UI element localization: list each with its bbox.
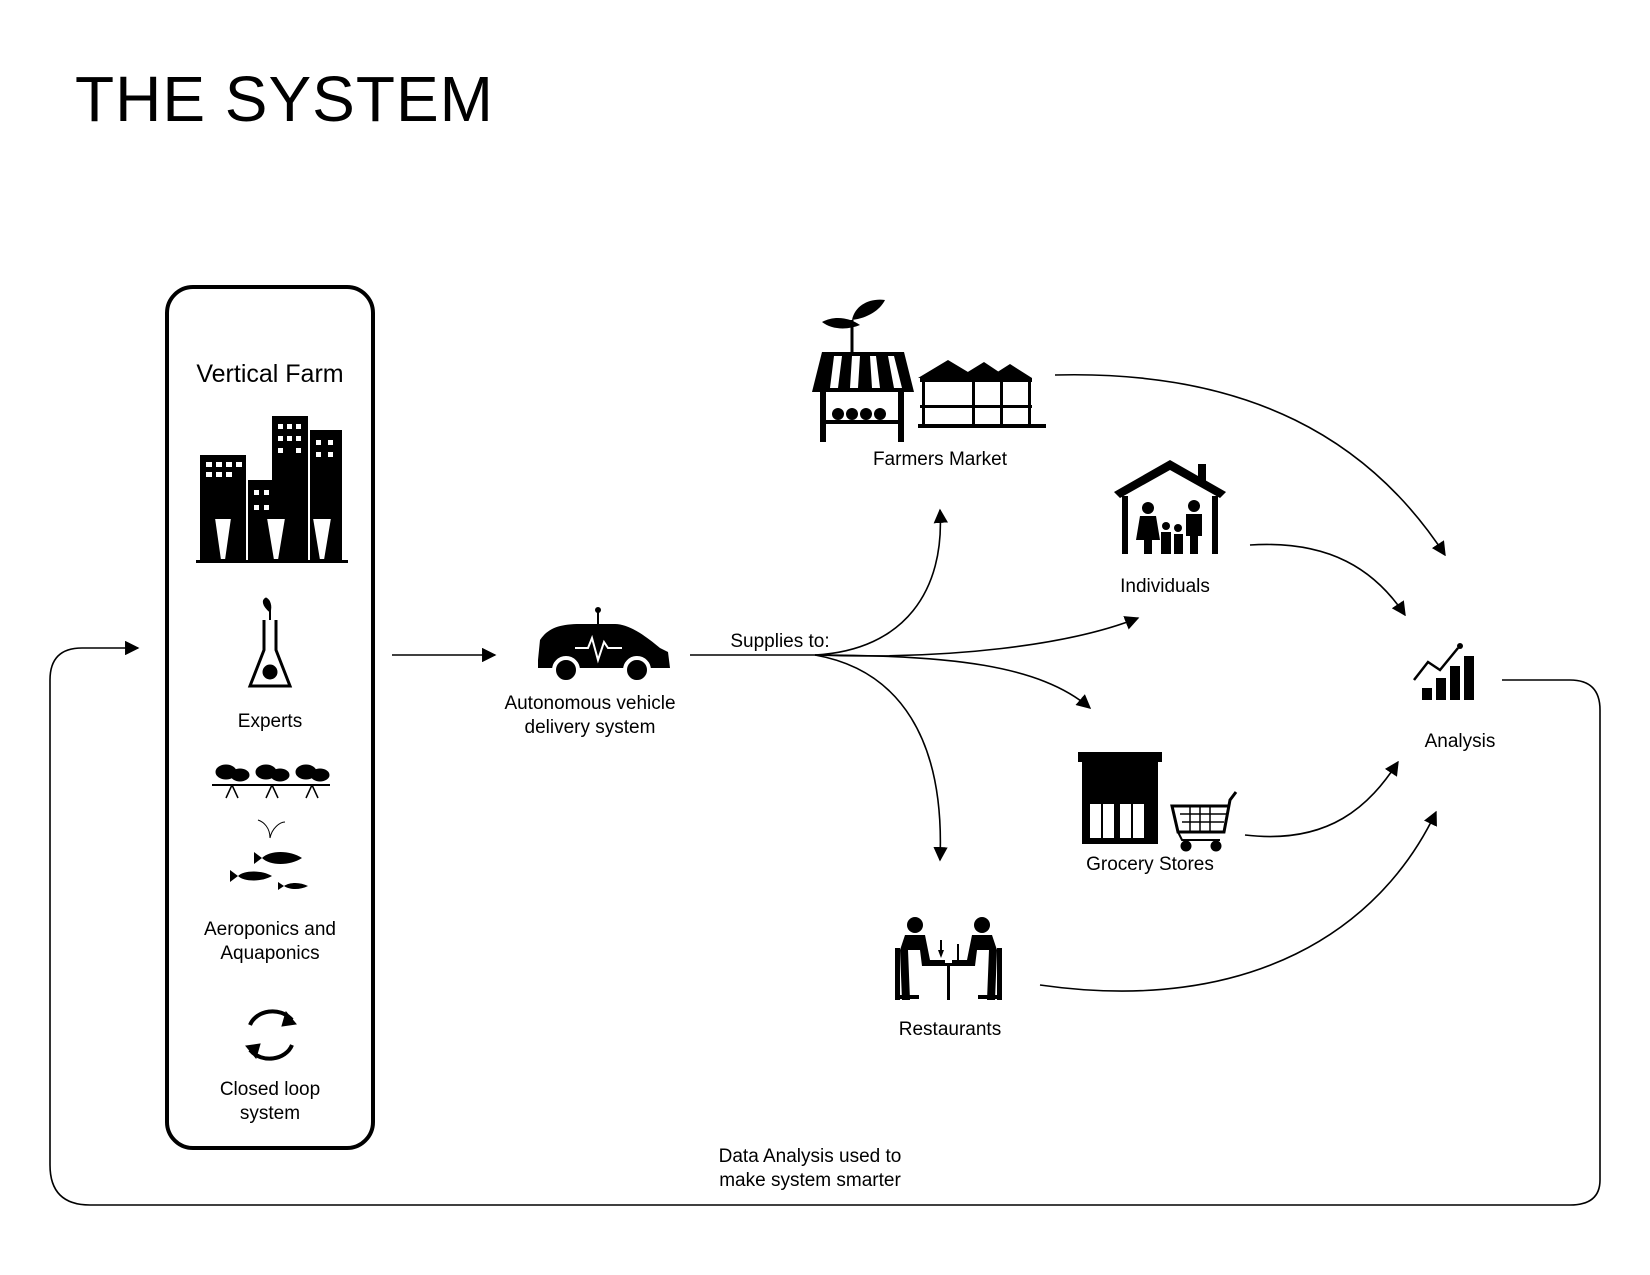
to-farmers-market-arrow — [814, 508, 948, 656]
grocery-stores-label: Grocery Stores — [1086, 854, 1214, 875]
to-grocery-arrow — [814, 654, 1092, 709]
farmers-market-label: Farmers Market — [872, 449, 1008, 470]
feedback-loop-arrow — [49, 640, 1601, 1206]
closed-loop-label-line1: Closed loop — [219, 1079, 321, 1100]
experts-label: Experts — [237, 711, 303, 732]
closed-loop-label-line2: system — [239, 1103, 301, 1124]
vertical-farm-panel — [165, 285, 375, 1150]
cart-icon — [1170, 791, 1238, 852]
grocery-store-icon — [1078, 752, 1162, 844]
analysis-chart-icon — [1413, 643, 1474, 700]
vehicle-label-line1: Autonomous vehicle — [504, 693, 676, 714]
analysis-label: Analysis — [1424, 731, 1496, 752]
to-individuals-arrow — [814, 616, 1140, 657]
flask-sprout-icon — [247, 597, 293, 688]
autonomous-car-icon — [538, 607, 670, 684]
aeroponics-label-line1: Aeroponics and — [203, 919, 337, 940]
market-stall-icon — [812, 299, 1046, 442]
vertical-farm-heading: Vertical Farm — [196, 360, 344, 388]
city-carrot-icon — [196, 416, 348, 563]
restaurant-diners-icon — [895, 917, 1002, 1000]
vehicle-label-line2: delivery system — [524, 717, 656, 738]
feedback-label-line1: Data Analysis used to — [718, 1146, 902, 1167]
supplies-label: Supplies to: — [730, 631, 830, 652]
page-title: THE SYSTEM — [75, 63, 494, 135]
grocery-to-analysis-arrow — [1244, 760, 1399, 838]
fish-icon — [230, 852, 308, 890]
restaurants-label: Restaurants — [898, 1019, 1002, 1040]
market-to-analysis-arrow — [1054, 373, 1446, 557]
to-restaurants-arrow — [814, 654, 948, 862]
cycle-arrows-icon — [245, 1009, 297, 1061]
aeroponics-label-line2: Aquaponics — [220, 943, 320, 964]
individuals-label: Individuals — [1120, 576, 1210, 597]
aeroponics-plants-icon — [212, 764, 330, 839]
individuals-to-analysis-arrow — [1249, 543, 1406, 617]
feedback-label-line2: make system smarter — [719, 1170, 901, 1191]
restaurants-to-analysis-arrow — [1039, 810, 1437, 992]
house-family-icon — [1114, 460, 1226, 554]
